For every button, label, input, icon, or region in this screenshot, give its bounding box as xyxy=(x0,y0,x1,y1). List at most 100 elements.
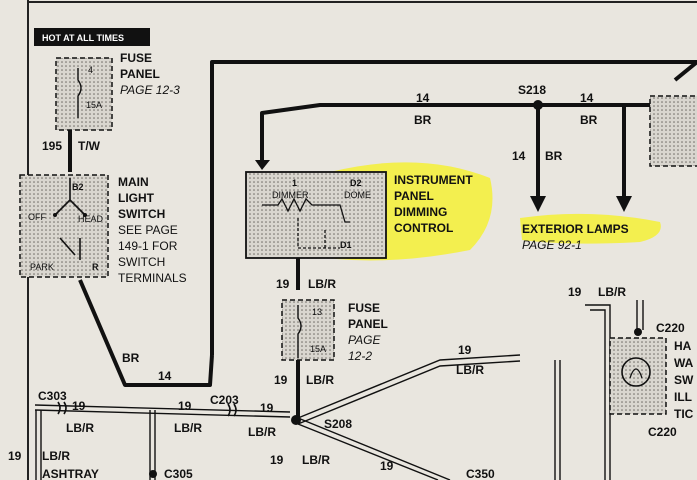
wire-label-19-g: 19 xyxy=(270,453,284,467)
right-cut-text-1: HA xyxy=(674,339,692,353)
wire-label-19-c: 19 xyxy=(72,399,86,413)
wire-14br-upper xyxy=(210,60,697,355)
fuse-bottom-number: 13 xyxy=(312,307,322,317)
wire-label-lbr-c: LB/R xyxy=(66,421,94,435)
right-cut-text-3: SW xyxy=(674,373,694,387)
wire-label-lbr-j: LB/R xyxy=(598,285,626,299)
fuse-panel-bottom-box xyxy=(281,299,335,361)
right-cut-text-5: TIC xyxy=(674,407,694,421)
fuse-panel-top-page: PAGE 12-3 xyxy=(120,83,180,97)
right-partial-box xyxy=(649,95,697,167)
dimming-control-box xyxy=(245,171,387,259)
wire-label-lbr-f: LB/R xyxy=(42,449,70,463)
connector-c220-top-label: C220 xyxy=(656,321,685,335)
dimming-title-4: CONTROL xyxy=(394,221,453,235)
wire-label-lbr-a: LB/R xyxy=(308,277,336,291)
dimmer-resistor xyxy=(262,197,350,223)
highlight-exterior-lamps xyxy=(520,213,661,244)
wire-14br-dimmer-feed xyxy=(260,103,697,160)
main-light-switch-box xyxy=(19,174,109,278)
switch-terminal-r: R xyxy=(92,262,99,272)
fuse-symbol-bottom xyxy=(297,305,302,358)
wire-label-lbr-i: LB/R xyxy=(456,363,484,377)
wire-label-br-a: BR xyxy=(414,113,432,127)
wire-label-br-c: BR xyxy=(545,149,563,163)
wire-label-19-e: 19 xyxy=(260,401,274,415)
connector-c303-label: C303 xyxy=(38,389,67,403)
wire-label-br-d: BR xyxy=(122,351,140,365)
fuse-panel-top-box xyxy=(55,57,113,131)
switch-note-3: SWITCH xyxy=(118,255,165,269)
connector-c305-label: C305 xyxy=(164,467,193,480)
wire-label-14-d: 14 xyxy=(158,369,172,383)
connector-symbols xyxy=(57,401,237,417)
ashtray-label: ASHTRAY xyxy=(42,467,99,480)
wire-label-19-b: 19 xyxy=(274,373,288,387)
fuse-symbol-top xyxy=(77,68,82,118)
right-cut-text-2: WA xyxy=(674,356,694,370)
switch-contacts xyxy=(54,178,86,260)
wire-label-br-b: BR xyxy=(580,113,598,127)
fuse-panel-bottom-page-1: PAGE xyxy=(348,333,381,347)
hot-at-all-times-banner xyxy=(34,28,150,46)
lamp-bulb-icon xyxy=(621,357,651,387)
wire-label-19-j: 19 xyxy=(568,285,582,299)
fuse-top-amps: 15A xyxy=(86,100,102,110)
right-cut-text-4: ILL xyxy=(674,390,692,404)
switch-note-4: TERMINALS xyxy=(118,271,187,285)
dimmer-label: DIMMER xyxy=(272,190,309,200)
splice-s218-label: S218 xyxy=(518,83,546,97)
fuse-panel-bottom-page-2: 12-2 xyxy=(348,349,372,363)
wire-label-19-a: 19 xyxy=(276,277,290,291)
wire-label-14-a: 14 xyxy=(416,91,430,105)
dimming-title-2: PANEL xyxy=(394,189,434,203)
wire-label-14-c: 14 xyxy=(512,149,526,163)
arrow-right-exterior xyxy=(616,196,632,212)
wire-label-lbr-g: LB/R xyxy=(302,453,330,467)
switch-title-3: SWITCH xyxy=(118,207,165,221)
switch-title-1: MAIN xyxy=(118,175,149,189)
hot-at-all-times-label: HOT AT ALL TIMES xyxy=(42,33,124,43)
dimmer-internal xyxy=(297,218,340,250)
fuse-panel-bottom-title-2: PANEL xyxy=(348,317,388,331)
wire-group-lbr xyxy=(34,300,644,480)
wire-label-lbr-e: LB/R xyxy=(248,425,276,439)
exterior-lamps-page: PAGE 92-1 xyxy=(522,238,582,252)
switch-note-2: 149-1 FOR xyxy=(118,239,178,253)
dimmer-terminal-d2: D2 xyxy=(350,178,362,188)
wire-label-lbr-d: LB/R xyxy=(174,421,202,435)
connector-c220-bottom-label: C220 xyxy=(648,425,677,439)
wire-14br-switch-loop xyxy=(78,279,214,387)
switch-pos-off: OFF xyxy=(28,212,46,222)
dome-label: DOME xyxy=(344,190,371,200)
switch-title-2: LIGHT xyxy=(118,191,155,205)
wire-label-19-d: 19 xyxy=(178,399,192,413)
wire-group-main xyxy=(68,60,697,418)
wire-label-19-h: 19 xyxy=(380,459,394,473)
dimming-title-3: DIMMING xyxy=(394,205,447,219)
arrow-dimmer-input xyxy=(255,160,270,170)
switch-pos-park: PARK xyxy=(30,262,54,272)
connector-c350-label: C350 xyxy=(466,467,495,480)
fuse-bottom-amps: 15A xyxy=(310,344,326,354)
arrow-s218-exterior xyxy=(530,196,546,212)
fuse-panel-top-title-2: PANEL xyxy=(120,67,160,81)
switch-note-1: SEE PAGE xyxy=(118,223,178,237)
splice-s208-dot xyxy=(291,415,301,425)
fuse-top-number: 4 xyxy=(88,65,93,75)
wire-right-edge xyxy=(673,60,697,82)
right-lamp-box xyxy=(609,337,667,415)
wire-label-195: 195 xyxy=(42,139,62,153)
dimmer-terminal-1: 1 xyxy=(292,178,297,188)
fuse-panel-bottom-title-1: FUSE xyxy=(348,301,380,315)
dimmer-terminal-d1: D1 xyxy=(340,240,352,250)
switch-pos-head: HEAD xyxy=(78,214,104,224)
wire-label-19-i: 19 xyxy=(458,343,472,357)
wire-label-19-f: 19 xyxy=(8,449,22,463)
switch-terminal-b2: B2 xyxy=(72,182,84,192)
connector-c203-label: C203 xyxy=(210,393,239,407)
splice-s208-label: S208 xyxy=(324,417,352,431)
dimming-title-1: INSTRUMENT xyxy=(394,173,473,187)
